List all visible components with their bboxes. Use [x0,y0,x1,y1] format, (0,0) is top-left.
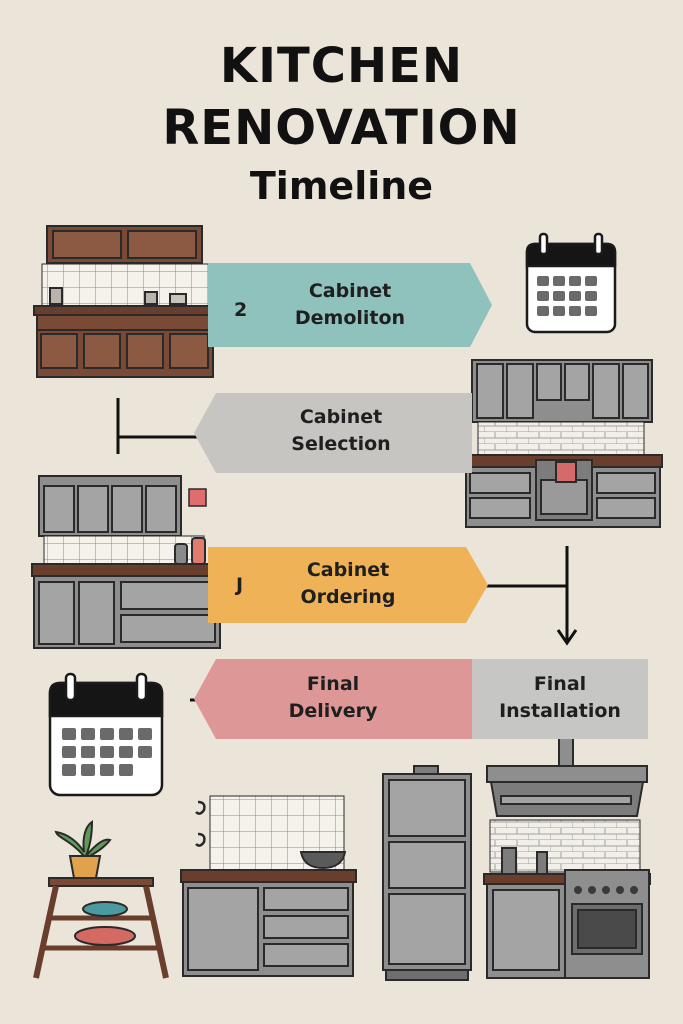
step-banner-installation: Final Installation [472,659,648,739]
step-label-line-1: Cabinet [299,406,383,428]
step-label: Final Delivery [194,671,472,725]
step-label-line-2: Selection [291,433,391,455]
calendar-icon [48,672,164,797]
title-line-2: RENOVATION [162,100,521,156]
step-marker: J [236,574,244,596]
range-hood-icon [483,737,651,979]
wood-kitchen-illustration [33,225,217,378]
step-banner-ordering: Cabinet Ordering [208,547,488,623]
step-label-line-1: Final [306,673,360,695]
step-label-line-2: Delivery [288,700,378,722]
step-marker: 2 [234,299,248,321]
fridge-icon [382,765,472,981]
step-banner-demolition: Cabinet Demoliton [208,263,492,347]
step-banner-delivery: Final Delivery [194,659,472,739]
gray-kitchen-illustration [31,475,223,649]
step-label-line-1: Cabinet [308,280,392,302]
step-label-line-1: Cabinet [306,559,390,581]
calendar-icon [525,232,617,334]
step-label: Cabinet Selection [210,404,472,458]
plant-shelf-illustration [33,820,169,979]
step-label-line-2: Demoliton [294,307,406,329]
step-label-line-2: Ordering [300,586,396,608]
step-label: Cabinet Demoliton [208,278,492,332]
step-banner-selection: Cabinet Selection [194,393,472,473]
step-label-line-2: Installation [499,700,621,722]
gray-kitchen-stove-illustration [463,359,663,528]
step-label: Cabinet Ordering [208,557,488,611]
step-label-line-1: Final [533,673,587,695]
title-line-1: KITCHEN [219,38,464,94]
counter-illustration [180,795,357,977]
title-line-3: Timeline [249,164,434,208]
step-label: Final Installation [472,671,648,725]
